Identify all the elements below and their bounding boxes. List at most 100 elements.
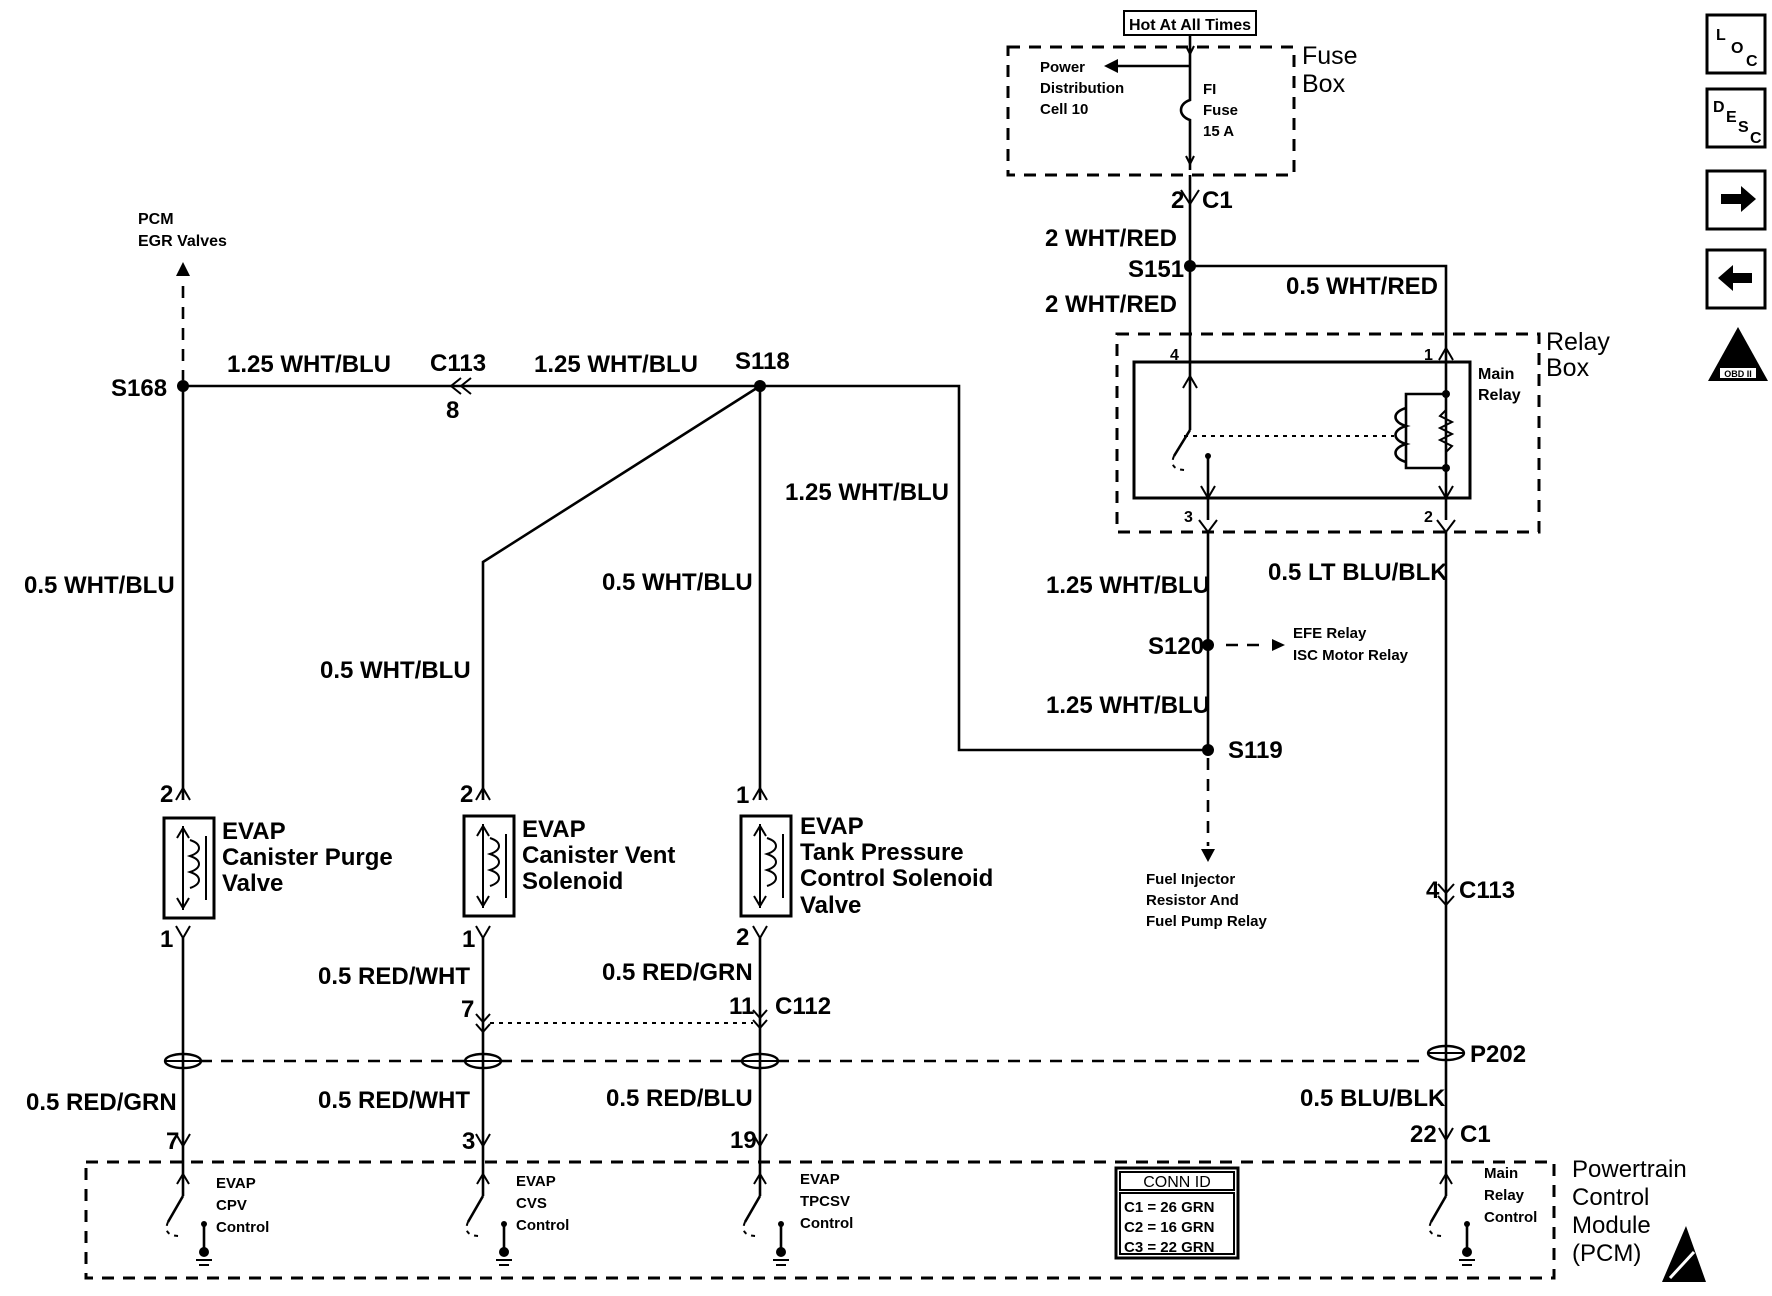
svg-text:Tank Pressure: Tank Pressure [800, 839, 964, 866]
cvs-control-switch: EVAP CVS Control [465, 1172, 569, 1266]
svg-text:L: L [1716, 27, 1726, 44]
next-page-arrow-icon[interactable] [1705, 169, 1767, 231]
efe-arrow-icon [1272, 639, 1285, 651]
svg-text:1.25 WHT/BLU: 1.25 WHT/BLU [1046, 572, 1210, 599]
svg-text:Box: Box [1546, 354, 1590, 382]
connector-c113-right: 4 C113 [1426, 877, 1515, 907]
svg-text:EVAP: EVAP [800, 1171, 840, 1188]
svg-text:2 WHT/RED: 2 WHT/RED [1045, 291, 1177, 318]
evap-tank-pressure-control-solenoid-valve: 1 EVAP Tank Pressure Control Solenoid Va… [736, 782, 993, 951]
previous-page-arrow-icon[interactable] [1705, 248, 1767, 310]
obd-ii-icon[interactable]: OBD II [1708, 327, 1768, 381]
svg-text:Control: Control [216, 1219, 269, 1236]
svg-text:Control: Control [1484, 1209, 1537, 1226]
svg-text:Relay: Relay [1546, 328, 1610, 356]
svg-text:Control: Control [516, 1217, 569, 1234]
svg-text:Relay: Relay [1478, 387, 1521, 404]
svg-text:2: 2 [1171, 187, 1184, 214]
svg-text:CPV: CPV [216, 1197, 247, 1214]
svg-text:3: 3 [462, 1128, 475, 1155]
svg-text:2: 2 [736, 924, 749, 951]
svg-text:11: 11 [729, 993, 754, 1020]
svg-text:7: 7 [166, 1128, 179, 1155]
svg-text:2: 2 [160, 781, 173, 808]
svg-text:22: 22 [1410, 1121, 1437, 1148]
tpcsv-control-switch: EVAP TPCSV Control [742, 1171, 853, 1266]
svg-text:1: 1 [160, 926, 173, 953]
relay-resistor-icon [1437, 409, 1455, 453]
svg-text:1.25 WHT/BLU: 1.25 WHT/BLU [227, 351, 391, 378]
location-nav-button[interactable]: L O C [1705, 13, 1767, 75]
svg-text:EFE Relay: EFE Relay [1293, 625, 1367, 642]
svg-text:Canister Vent: Canister Vent [522, 842, 675, 869]
svg-text:EGR Valves: EGR Valves [138, 233, 227, 250]
svg-text:ISC Motor Relay: ISC Motor Relay [1293, 647, 1409, 664]
fuse-box: Fuse Box Power Distribution Cell 10 FI F… [1006, 35, 1358, 177]
svg-text:Control: Control [1572, 1184, 1649, 1211]
svg-text:S118: S118 [735, 348, 790, 375]
hot-at-all-times-label: Hot At All Times [1123, 10, 1257, 36]
svg-text:4: 4 [1170, 347, 1179, 364]
svg-text:Module: Module [1572, 1212, 1651, 1239]
svg-text:C3 = 22 GRN: C3 = 22 GRN [1124, 1239, 1214, 1256]
egr-arrow-icon [176, 262, 190, 276]
ground-icon [199, 1247, 209, 1257]
relay-box: Relay Box Main Relay 4 1 3 2 [1115, 328, 1610, 534]
fuse-icon [1179, 66, 1192, 170]
svg-text:0.5 RED/BLU: 0.5 RED/BLU [606, 1085, 753, 1112]
svg-text:(PCM): (PCM) [1572, 1240, 1641, 1267]
esd-warning-icon [1662, 1226, 1706, 1282]
svg-text:15 A: 15 A [1203, 123, 1234, 140]
svg-text:Powertrain: Powertrain [1572, 1156, 1687, 1183]
svg-text:D: D [1713, 99, 1725, 116]
pdc-arrow-icon [1104, 59, 1118, 73]
svg-text:EVAP: EVAP [522, 816, 586, 843]
svg-text:Control Solenoid: Control Solenoid [800, 865, 993, 892]
svg-text:Box: Box [1302, 70, 1346, 98]
svg-text:Resistor And: Resistor And [1146, 892, 1239, 909]
svg-text:0.5 RED/WHT: 0.5 RED/WHT [318, 1087, 470, 1114]
svg-text:Fuel Pump Relay: Fuel Pump Relay [1146, 913, 1268, 930]
splice-s120 [1202, 639, 1214, 651]
svg-text:4: 4 [1426, 877, 1440, 904]
svg-text:Main: Main [1484, 1165, 1518, 1182]
svg-text:EVAP: EVAP [800, 813, 864, 840]
svg-text:C1: C1 [1460, 1121, 1491, 1148]
svg-text:CVS: CVS [516, 1195, 547, 1212]
cpv-control-switch: EVAP CPV Control [165, 1172, 269, 1266]
svg-text:C2 = 16 GRN: C2 = 16 GRN [1124, 1219, 1214, 1236]
description-nav-button[interactable]: D E S C [1705, 87, 1767, 149]
solenoid-coil-icon [186, 839, 200, 889]
svg-text:S151: S151 [1128, 256, 1184, 283]
svg-text:S119: S119 [1228, 737, 1283, 764]
svg-text:0.5 RED/WHT: 0.5 RED/WHT [318, 963, 470, 990]
connector-c113: C113 8 [430, 350, 486, 424]
svg-text:S: S [1738, 119, 1749, 136]
connector-c1-top: 2 C1 [1171, 187, 1233, 214]
svg-text:7: 7 [461, 996, 474, 1023]
pcm-pins: 7 3 19 22 C1 [166, 1121, 1491, 1155]
svg-text:EVAP: EVAP [516, 1173, 556, 1190]
solenoid-coil-icon [763, 837, 777, 887]
svg-text:Cell 10: Cell 10 [1040, 101, 1088, 118]
svg-text:CONN ID: CONN ID [1143, 1174, 1211, 1191]
svg-text:Solenoid: Solenoid [522, 868, 623, 895]
svg-text:1.25 WHT/BLU: 1.25 WHT/BLU [1046, 692, 1210, 719]
svg-text:Fuse: Fuse [1203, 102, 1238, 119]
svg-text:1.25 WHT/BLU: 1.25 WHT/BLU [534, 351, 698, 378]
ground-icon [776, 1247, 786, 1257]
svg-text:Canister Purge: Canister Purge [222, 844, 393, 871]
svg-text:0.5 WHT/RED: 0.5 WHT/RED [1286, 273, 1438, 300]
relay-coil-icon [1394, 406, 1411, 464]
svg-text:1: 1 [1424, 347, 1433, 364]
svg-text:1: 1 [736, 782, 749, 809]
svg-text:19: 19 [730, 1127, 757, 1154]
connector-p202: P202 [163, 1041, 1526, 1070]
svg-text:OBD II: OBD II [1724, 369, 1752, 379]
svg-text:0.5 WHT/BLU: 0.5 WHT/BLU [320, 657, 471, 684]
connector-c112: 7 11 C112 [461, 993, 831, 1034]
svg-text:0.5 RED/GRN: 0.5 RED/GRN [602, 959, 753, 986]
svg-text:8: 8 [446, 397, 459, 424]
svg-text:C112: C112 [775, 993, 831, 1020]
